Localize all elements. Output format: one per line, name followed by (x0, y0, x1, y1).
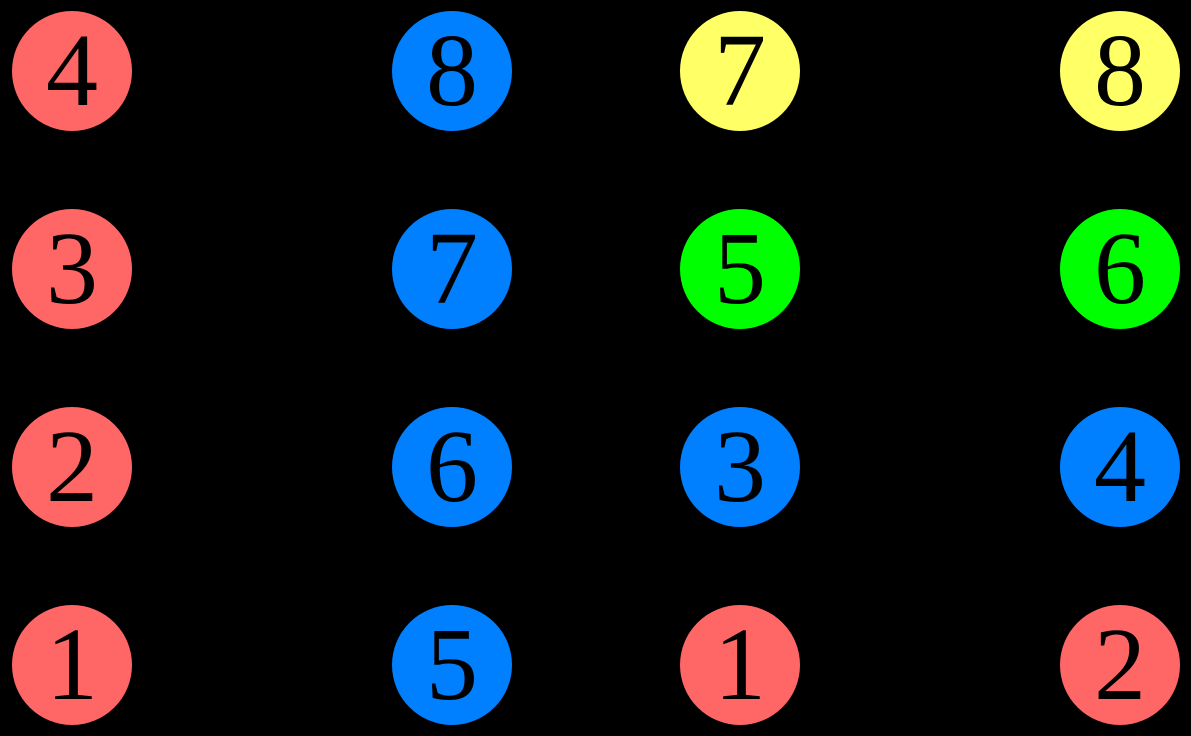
circle-node-label: 6 (426, 409, 478, 524)
circle-node-label: 8 (1094, 13, 1146, 128)
circle-node[interactable]: 7 (392, 209, 512, 329)
circle-node-label: 2 (1094, 607, 1146, 722)
circle-node-label: 5 (426, 607, 478, 722)
circle-node[interactable]: 2 (1060, 605, 1180, 725)
circle-node-label: 1 (714, 607, 766, 722)
circle-node-label: 3 (46, 211, 98, 326)
circle-node[interactable]: 8 (392, 11, 512, 131)
circle-node-label: 4 (46, 13, 98, 128)
circle-node[interactable]: 4 (1060, 407, 1180, 527)
circle-node[interactable]: 5 (680, 209, 800, 329)
circle-node-label: 4 (1094, 409, 1146, 524)
circle-node-label: 1 (46, 607, 98, 722)
circle-node[interactable]: 8 (1060, 11, 1180, 131)
circle-node[interactable]: 1 (12, 605, 132, 725)
circle-node-label: 7 (426, 211, 478, 326)
circle-node[interactable]: 3 (680, 407, 800, 527)
circle-node-label: 3 (714, 409, 766, 524)
circle-node-label: 8 (426, 13, 478, 128)
circle-node[interactable]: 7 (680, 11, 800, 131)
circle-node[interactable]: 4 (12, 11, 132, 131)
circle-node[interactable]: 3 (12, 209, 132, 329)
circle-node[interactable]: 6 (1060, 209, 1180, 329)
circle-node[interactable]: 2 (12, 407, 132, 527)
circle-node-label: 6 (1094, 211, 1146, 326)
circle-node[interactable]: 6 (392, 407, 512, 527)
circle-node-label: 5 (714, 211, 766, 326)
circle-node-label: 2 (46, 409, 98, 524)
circle-node[interactable]: 5 (392, 605, 512, 725)
circle-node[interactable]: 1 (680, 605, 800, 725)
circle-node-label: 7 (714, 13, 766, 128)
